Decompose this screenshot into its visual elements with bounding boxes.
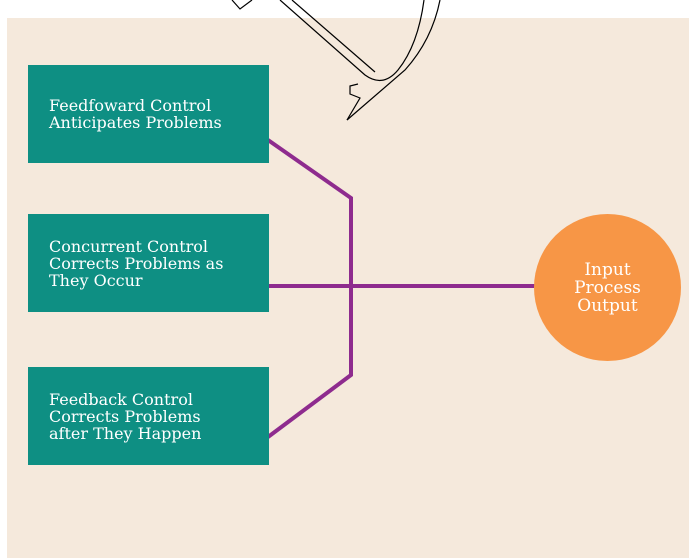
feedback-control-box: Feedback Control Corrects Problems after… bbox=[28, 367, 269, 465]
process-label: Input Process Output bbox=[574, 259, 641, 316]
feedforward-control-box: Feedfoward Control Anticipates Problems bbox=[28, 65, 269, 163]
funnel-outline-icon bbox=[231, 0, 441, 121]
feedback-control-label: Feedback Control Corrects Problems after… bbox=[49, 389, 202, 443]
connector-lines bbox=[266, 138, 536, 439]
feedforward-control-label: Feedfoward Control Anticipates Problems bbox=[49, 96, 222, 132]
concurrent-control-box: Concurrent Control Corrects Problems as … bbox=[28, 214, 269, 312]
connector-feedforward bbox=[266, 138, 353, 286]
connector-feedback bbox=[266, 286, 353, 439]
process-circle: Input Process Output bbox=[534, 214, 681, 361]
concurrent-control-label: Concurrent Control Corrects Problems as … bbox=[49, 236, 224, 290]
